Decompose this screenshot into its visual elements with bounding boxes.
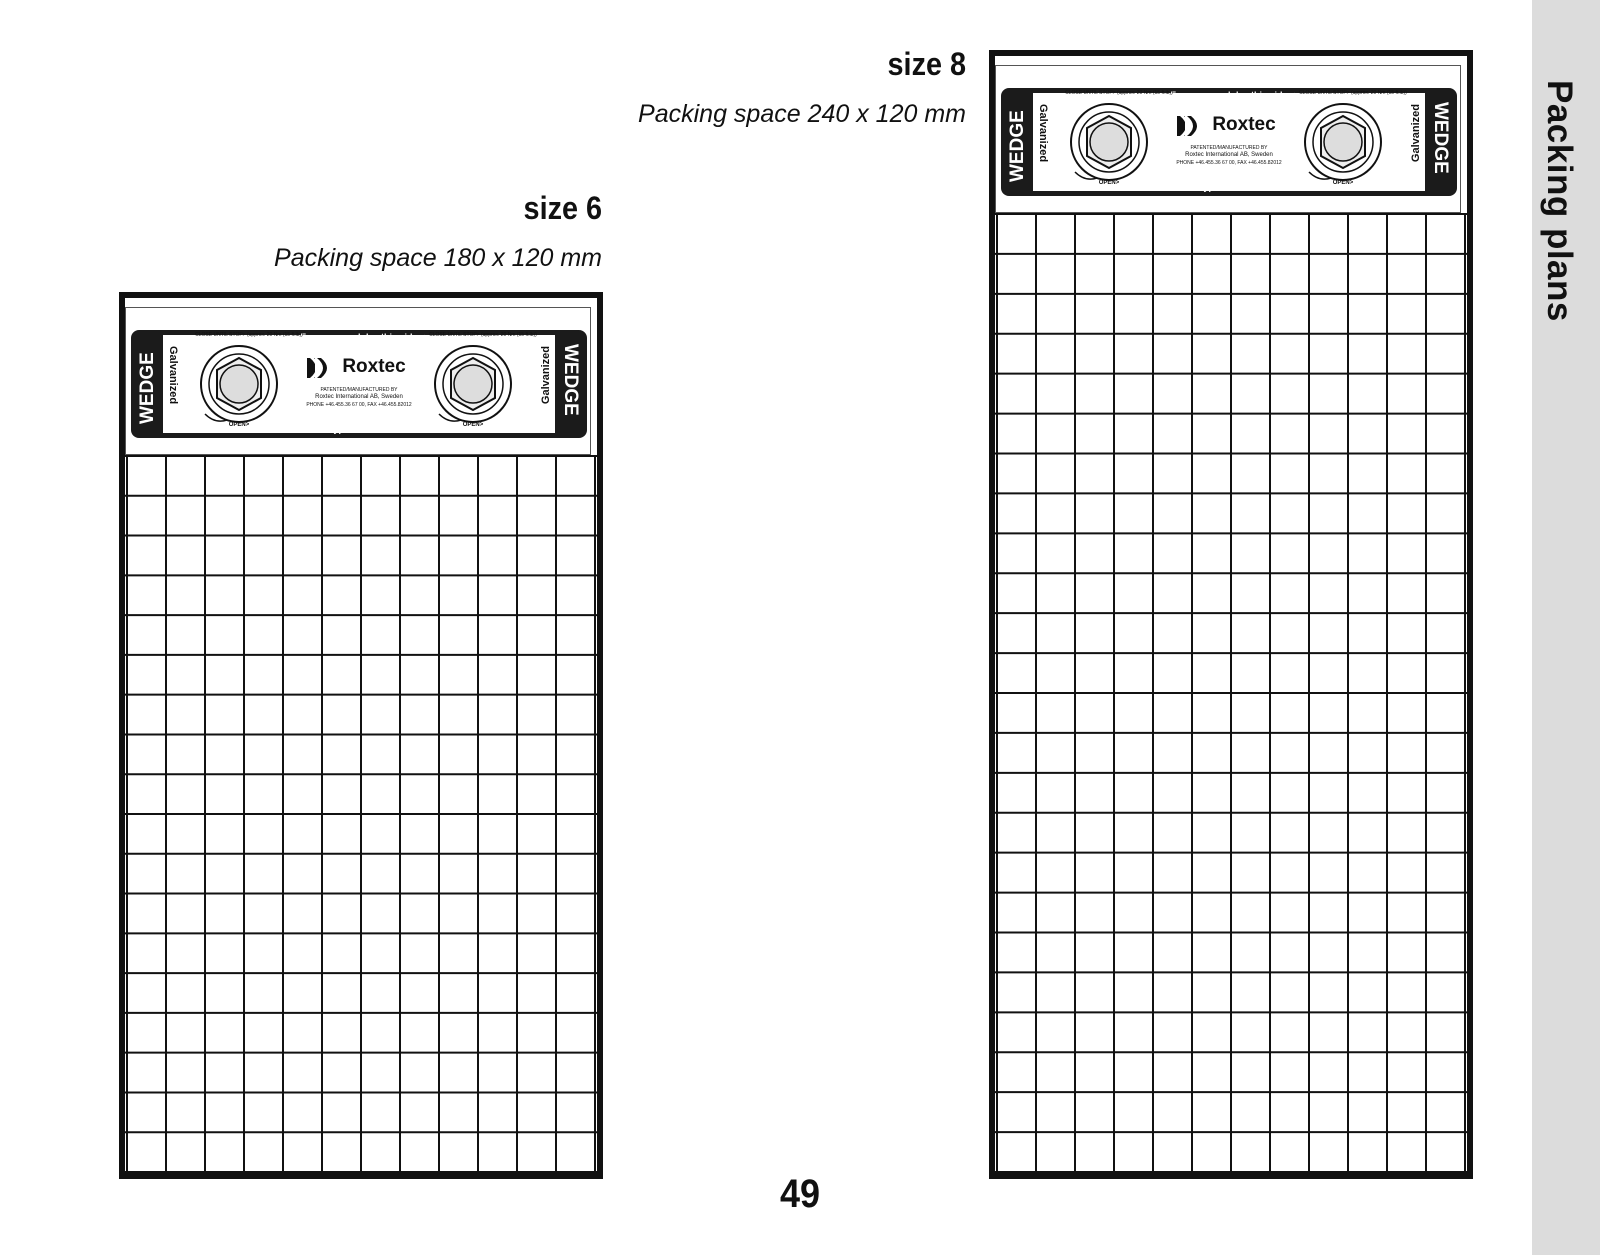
wedge-top-text: ▲ Frame or modules this side ▲ xyxy=(1159,90,1299,100)
sidebar-title: Packing plans xyxy=(1540,80,1579,322)
wedge-side-text-right: WEDGE xyxy=(560,344,581,416)
wedge-bottom-text: ▼ Stayplate this side ▼ xyxy=(1178,182,1280,192)
wedge-plate: WEDGE WEDGE Galvanized Galvanized ▲ Fram… xyxy=(1001,88,1457,196)
patent-line-3: PHONE +46.455.36 67 00, FAX +46.455.8201… xyxy=(306,402,412,408)
wedge-side-text-right: WEDGE xyxy=(1430,102,1451,174)
size-6-title: size 6 xyxy=(523,190,602,226)
wedge-label: WEDGE WEDGE Galvanized Galvanized ▲ Fram… xyxy=(125,307,591,455)
wedge-material-left: Galvanized xyxy=(1037,104,1049,163)
wedge-top-text: ▲ Frame or modules this side ▲ xyxy=(289,332,429,342)
open-text-left: OPEN> xyxy=(1098,180,1120,186)
bolt-icon xyxy=(1070,103,1148,181)
close-text-left: CLOSE UNTIL STOP> (approx. 20 Nm (15 ft.… xyxy=(195,332,303,338)
packing-grid xyxy=(995,213,1467,1173)
patent-line-3: PHONE +46.455.36 67 00, FAX +46.455.8201… xyxy=(1176,160,1282,166)
wedge-plate: WEDGE WEDGE Galvanized Galvanized ▲ Fram… xyxy=(131,330,587,438)
close-text-right: CLOSE UNTIL STOP> (approx. 20 Nm (15 ft.… xyxy=(1299,90,1407,96)
roxtec-logo-icon xyxy=(307,358,327,378)
open-text-right: OPEN> xyxy=(462,422,484,428)
wedge-side-text-left: WEDGE xyxy=(137,352,158,424)
wedge-side-text-left: WEDGE xyxy=(1007,110,1028,182)
patent-line-2: Roxtec International AB, Sweden xyxy=(315,394,403,400)
bolt-icon xyxy=(200,345,278,423)
open-text-right: OPEN> xyxy=(1332,180,1354,186)
wedge-material-left: Galvanized xyxy=(167,346,179,405)
patent-line-1: PATENTED/MANUFACTURED BY xyxy=(320,387,398,393)
wedge-bottom-text: ▼ Stayplate this side ▼ xyxy=(308,424,410,434)
size-8-subtitle: Packing space 240 x 120 mm xyxy=(638,100,966,128)
sidebar-tab xyxy=(1532,0,1600,1255)
size-8-title: size 8 xyxy=(887,46,966,82)
close-text-right: CLOSE UNTIL STOP> (approx. 20 Nm (15 ft.… xyxy=(429,332,537,338)
size-6-subtitle: Packing space 180 x 120 mm xyxy=(274,244,602,272)
size-8-frame: WEDGE WEDGE Galvanized Galvanized ▲ Fram… xyxy=(989,50,1473,1179)
patent-line-1: PATENTED/MANUFACTURED BY xyxy=(1190,145,1268,151)
wedge-material-right: Galvanized xyxy=(540,346,552,405)
roxtec-logo-icon xyxy=(1177,116,1197,136)
brand-name: Roxtec xyxy=(342,356,406,377)
brand-name: Roxtec xyxy=(1212,114,1276,135)
patent-line-2: Roxtec International AB, Sweden xyxy=(1185,152,1273,158)
size-6-frame: WEDGE WEDGE Galvanized Galvanized ▲ Fram… xyxy=(119,292,603,1179)
packing-grid xyxy=(125,455,597,1173)
wedge-label: WEDGE WEDGE Galvanized Galvanized ▲ Fram… xyxy=(995,65,1461,213)
page-number: 49 xyxy=(779,1172,821,1216)
bolt-icon xyxy=(434,345,512,423)
close-text-left: CLOSE UNTIL STOP> (approx. 20 Nm (15 ft.… xyxy=(1065,90,1173,96)
open-text-left: OPEN> xyxy=(228,422,250,428)
bolt-icon xyxy=(1304,103,1382,181)
wedge-material-right: Galvanized xyxy=(1410,104,1422,163)
